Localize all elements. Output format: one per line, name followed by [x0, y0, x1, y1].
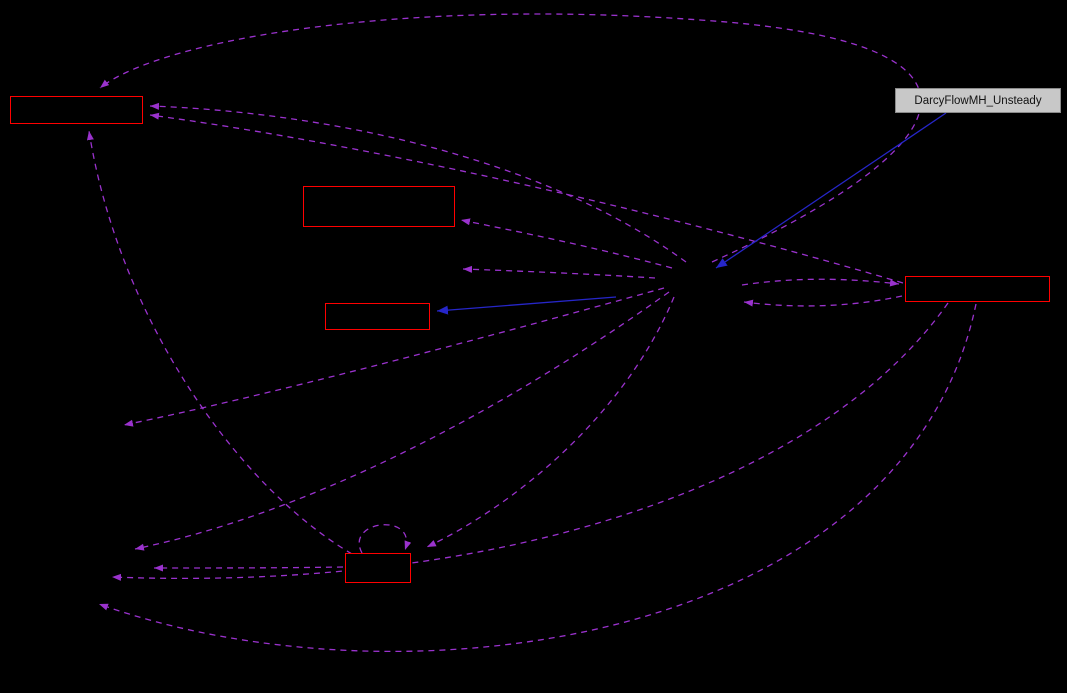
- usage-edge-hub-to-left-far: [123, 287, 665, 427]
- main-node: DarcyFlowMH_Unsteady: [895, 88, 1061, 113]
- class-node-middle-upper[interactable]: [303, 186, 455, 227]
- usage-edge-hub-to-midnode: [462, 265, 656, 279]
- usage-edge-right-to-bottomleft: [111, 302, 949, 581]
- usage-edge-right-to-hub: [743, 295, 903, 307]
- inherit-edge-hub-to-midlower: [436, 296, 617, 315]
- main-node-label: DarcyFlowMH_Unsteady: [914, 94, 1042, 107]
- class-node-top-left[interactable]: [10, 96, 143, 124]
- class-node-middle-lower[interactable]: [325, 303, 430, 330]
- usage-edge-hub-to-bottombox: [426, 296, 675, 548]
- usage-edge-bottom-to-left: [153, 564, 344, 572]
- usage-edge-hub-to-left-mid: [134, 291, 670, 551]
- usage-edge-top-arc: [99, 13, 922, 263]
- usage-edge-hub-to-right: [741, 278, 900, 287]
- inherit-edge-main-to-hub: [715, 112, 947, 269]
- class-node-right[interactable]: [905, 276, 1050, 302]
- usage-edge-bottom-arc: [98, 303, 977, 653]
- usage-edge-bottom-to-topleft: [86, 130, 353, 555]
- class-node-bottom[interactable]: [345, 553, 411, 583]
